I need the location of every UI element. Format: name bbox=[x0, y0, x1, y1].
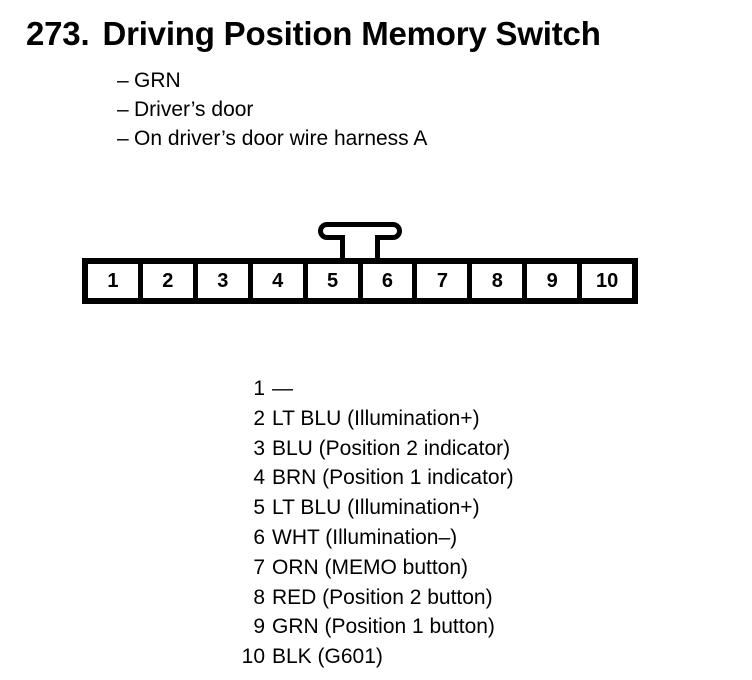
pin-legend-number: 9 bbox=[253, 615, 265, 639]
pin-legend-description: LT BLU (Illumination+) bbox=[272, 406, 480, 430]
pin-legend-row: 10 BLK (G601) bbox=[180, 642, 600, 672]
pin-legend-row: 7 ORN (MEMO button) bbox=[180, 553, 600, 583]
subtitle-list: –GRN –Driver’s door –On driver’s door wi… bbox=[117, 66, 677, 153]
connector-pin-cell: 1 bbox=[88, 264, 138, 298]
connector-pin-cell: 8 bbox=[472, 264, 523, 298]
pin-legend-description: ORN (MEMO button) bbox=[272, 555, 469, 579]
pin-legend-row: 6 WHT (Illumination–) bbox=[180, 523, 600, 553]
pin-legend-description: BLU (Position 2 indicator) bbox=[272, 436, 511, 460]
pin-legend-row: 2 LT BLU (Illumination+) bbox=[180, 404, 600, 434]
page-title: 273. Driving Position Memory Switch bbox=[26, 14, 726, 54]
pin-legend-description: WHT (Illumination–) bbox=[272, 525, 458, 549]
connector-pin-cell: 9 bbox=[527, 264, 578, 298]
dash-bullet-icon: – bbox=[117, 98, 129, 121]
subtitle-item: –GRN bbox=[117, 66, 677, 95]
subtitle-item-label: Driver’s door bbox=[134, 98, 254, 121]
page-title-number: 273. bbox=[26, 15, 90, 52]
pin-legend-description: LT BLU (Illumination+) bbox=[272, 496, 480, 520]
pin-legend-description: RED (Position 2 button) bbox=[272, 585, 493, 609]
connector-pin-cell: 3 bbox=[197, 264, 248, 298]
pin-legend-description: — bbox=[272, 377, 293, 400]
connector-pin-cell: 7 bbox=[417, 264, 468, 298]
subtitle-item: –Driver’s door bbox=[117, 95, 677, 124]
locking-tab-stem bbox=[340, 235, 380, 260]
connector-pin-cell: 2 bbox=[142, 264, 193, 298]
pin-legend-description: BLK (G601) bbox=[272, 645, 383, 669]
pin-legend-number: 8 bbox=[253, 585, 265, 609]
page-title-text: Driving Position Memory Switch bbox=[102, 15, 601, 52]
pin-legend-row: 4 BRN (Position 1 indicator) bbox=[180, 463, 600, 493]
pin-legend-number: 4 bbox=[253, 466, 265, 490]
pin-legend-number: 7 bbox=[253, 555, 265, 579]
header-block: 273. Driving Position Memory Switch bbox=[26, 14, 726, 54]
connector-locking-tab-icon bbox=[318, 222, 402, 260]
pin-legend-row: 3 BLU (Position 2 indicator) bbox=[180, 434, 600, 464]
connector-pin-cell: 4 bbox=[252, 264, 303, 298]
pin-legend-number: 2 bbox=[253, 406, 265, 430]
pin-legend-description: GRN (Position 1 button) bbox=[272, 615, 495, 639]
pin-legend-number: 3 bbox=[253, 436, 265, 460]
subtitle-item-label: On driver’s door wire harness A bbox=[134, 127, 428, 150]
dash-bullet-icon: – bbox=[117, 127, 129, 150]
pin-legend-description: BRN (Position 1 indicator) bbox=[272, 466, 514, 490]
pin-legend-number: 1 bbox=[253, 377, 265, 400]
subtitle-item: –On driver’s door wire harness A bbox=[117, 124, 677, 153]
pin-legend-row: 8 RED (Position 2 button) bbox=[180, 583, 600, 613]
pin-legend-number: 10 bbox=[241, 645, 265, 669]
pin-legend-number: 6 bbox=[253, 525, 265, 549]
pin-legend-number: 5 bbox=[253, 496, 265, 520]
connector-pin-cell: 10 bbox=[582, 264, 633, 298]
pin-legend-row: 5 LT BLU (Illumination+) bbox=[180, 493, 600, 523]
connector-body: 1 2 3 4 5 6 7 8 9 10 bbox=[82, 258, 638, 304]
dash-bullet-icon: – bbox=[117, 69, 129, 92]
pin-legend-row: 9 GRN (Position 1 button) bbox=[180, 612, 600, 642]
connector-diagram: 1 2 3 4 5 6 7 8 9 10 bbox=[82, 222, 638, 304]
pin-legend-row: 1— bbox=[180, 374, 600, 404]
subtitle-item-label: GRN bbox=[134, 69, 181, 92]
connector-pin-cell: 5 bbox=[307, 264, 358, 298]
connector-pin-cell: 6 bbox=[362, 264, 413, 298]
